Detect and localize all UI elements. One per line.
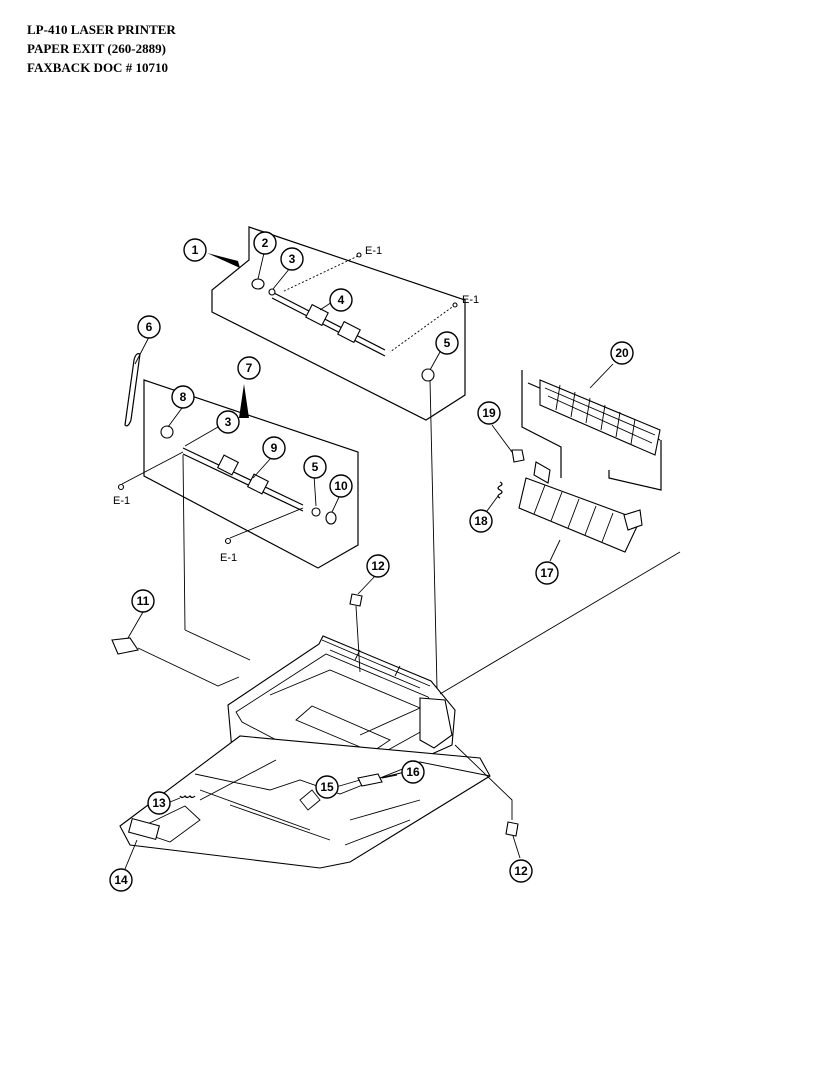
callout-8: 8: [171, 385, 195, 409]
document-header: LP-410 LASER PRINTER PAPER EXIT (260-288…: [27, 20, 176, 77]
callout-12-lower: 12: [509, 859, 533, 883]
spring-13: [179, 795, 196, 799]
svg-text:14: 14: [114, 873, 128, 887]
callout-6: 6: [137, 315, 161, 339]
svg-text:9: 9: [271, 441, 278, 455]
callout-20: 20: [610, 341, 634, 365]
spring-18: [497, 481, 503, 499]
svg-text:13: 13: [152, 796, 166, 810]
ref-e1-lower-right: E-1: [220, 552, 237, 564]
lever-19: [511, 449, 525, 463]
callout-14: 14: [109, 868, 133, 892]
svg-text:5: 5: [444, 336, 451, 350]
parts-15-16: [357, 773, 383, 787]
upper-paper-guide: [539, 379, 661, 456]
assembly-1-panel: [211, 226, 466, 421]
callout-10: 10: [329, 474, 353, 498]
ref-e1-upper-left: E-1: [365, 245, 382, 257]
callout-7: 7: [237, 356, 261, 380]
callout-17: 17: [535, 561, 559, 585]
svg-text:16: 16: [406, 765, 420, 779]
header-doc-number: FAXBACK DOC # 10710: [27, 60, 168, 75]
svg-text:12: 12: [514, 864, 528, 878]
callout-16: 16: [401, 760, 425, 784]
svg-text:18: 18: [474, 514, 488, 528]
drive-belt: [124, 353, 141, 427]
callout-5-upper: 5: [435, 331, 459, 355]
callout-15: 15: [315, 775, 339, 799]
callout-11: 11: [131, 589, 155, 613]
ref-e1-lower-left: E-1: [113, 495, 130, 507]
callout-1: 1: [183, 238, 207, 262]
header-subtitle: PAPER EXIT (260-2889): [27, 41, 166, 56]
svg-text:17: 17: [540, 566, 554, 580]
callout-18: 18: [469, 509, 493, 533]
svg-text:6: 6: [146, 320, 153, 334]
ref-e1-upper-right: E-1: [462, 294, 479, 306]
callout-19: 19: [477, 401, 501, 425]
svg-text:1: 1: [192, 243, 199, 257]
clip-11: [111, 637, 139, 655]
callout-9: 9: [262, 436, 286, 460]
svg-text:11: 11: [137, 594, 150, 608]
callout-13: 13: [147, 791, 171, 815]
callout-leaders: [124, 252, 614, 870]
svg-text:19: 19: [482, 406, 496, 420]
svg-text:3: 3: [289, 252, 296, 266]
callout-3-upper: 3: [280, 247, 304, 271]
svg-text:2: 2: [262, 236, 269, 250]
header-title: LP-410 LASER PRINTER: [27, 22, 176, 37]
lower-paper-guide: [518, 461, 643, 553]
svg-text:5: 5: [312, 460, 319, 474]
svg-text:3: 3: [225, 415, 232, 429]
lower-exit-roller-shaft: [117, 425, 337, 545]
callout-3-lower: 3: [216, 410, 240, 434]
svg-text:4: 4: [338, 293, 345, 307]
svg-text:12: 12: [371, 559, 385, 573]
svg-text:15: 15: [320, 780, 334, 794]
callout-4: 4: [329, 288, 353, 312]
svg-text:20: 20: [615, 346, 629, 360]
callout-2: 2: [253, 231, 277, 255]
svg-text:7: 7: [246, 361, 253, 375]
upper-exit-roller-shaft: [251, 252, 458, 382]
assembly-leader-lines: [137, 379, 681, 820]
pin-12-lower: [505, 821, 519, 837]
pin-12-upper: [349, 593, 363, 607]
callout-5-lower: 5: [303, 455, 327, 479]
callout-12-upper: 12: [366, 554, 390, 578]
assembly-7-panel: [143, 379, 359, 569]
svg-text:10: 10: [334, 479, 348, 493]
svg-text:8: 8: [180, 390, 187, 404]
base-tray: [119, 735, 491, 869]
